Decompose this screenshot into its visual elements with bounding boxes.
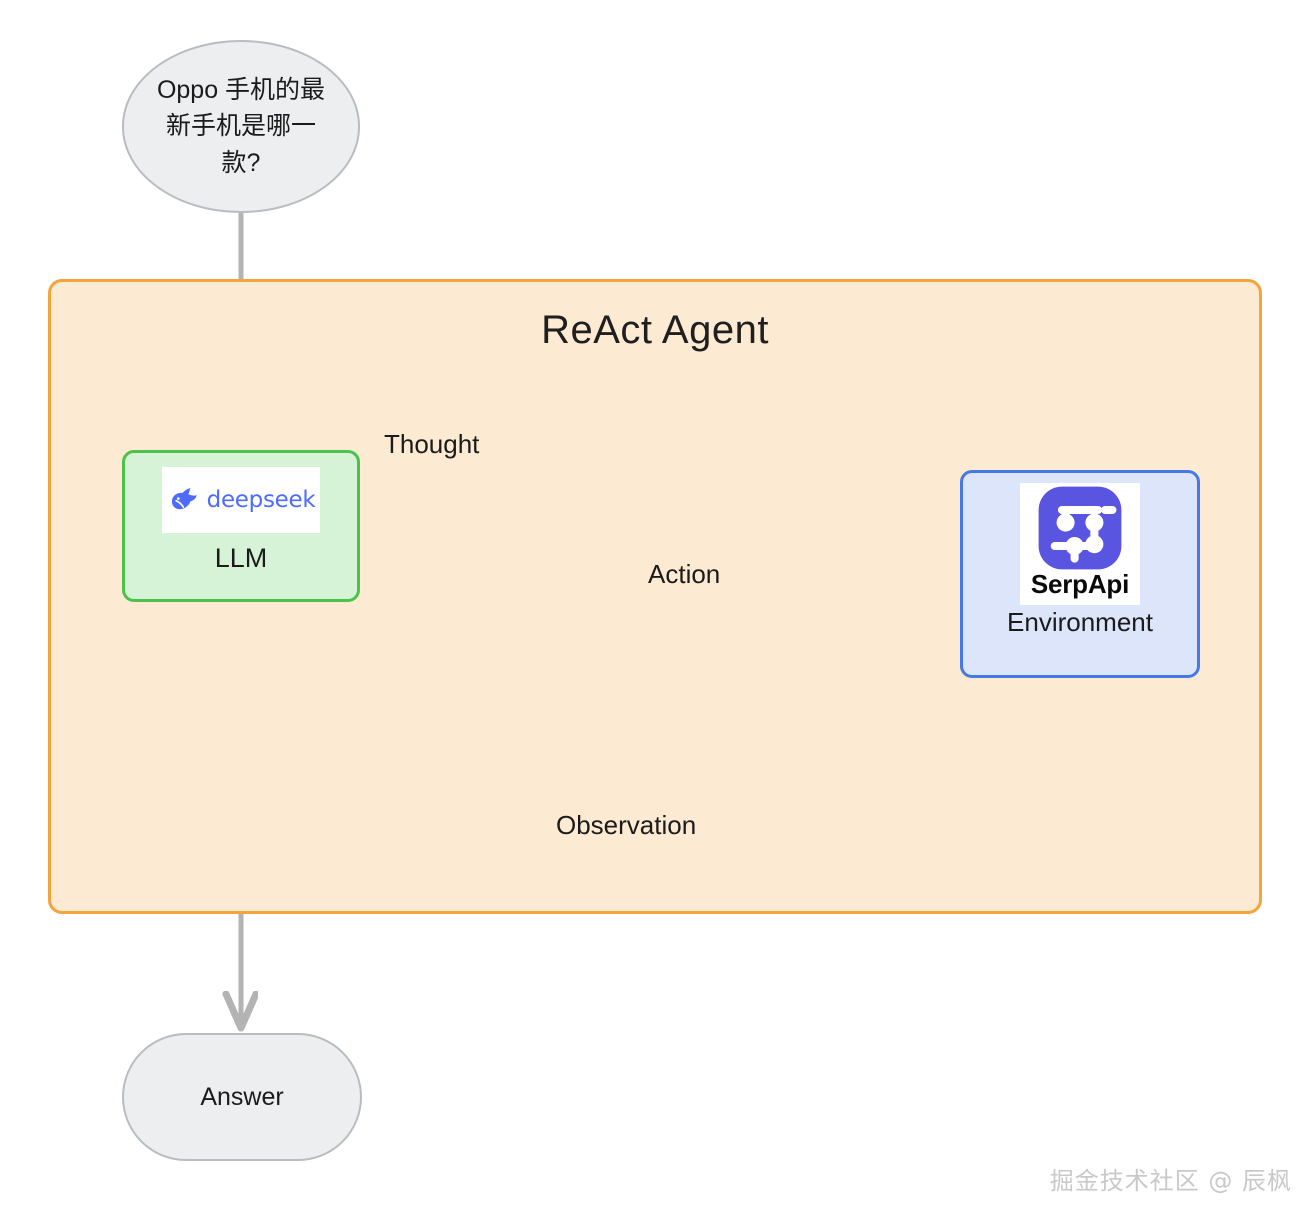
edge-label-action: Action xyxy=(638,559,731,590)
deepseek-logo: deepseek xyxy=(162,467,320,533)
edge-label-observation: Observation xyxy=(546,810,707,841)
llm-node-label: LLM xyxy=(214,543,268,573)
page-title: ReAct Agent xyxy=(541,308,769,352)
answer-node-label: Answer xyxy=(200,1082,284,1111)
answer-node[interactable]: Answer xyxy=(122,1033,362,1161)
llm-node[interactable]: deepseek LLM xyxy=(122,450,360,602)
serpapi-logo: SerpApi xyxy=(1020,483,1140,605)
watermark: 掘金技术社区 @ 辰枫 xyxy=(1049,1167,1292,1195)
question-bubble-text: Oppo 手机的最新手机是哪一款? xyxy=(156,76,326,177)
deepseek-whale-icon xyxy=(171,487,197,510)
edge-label-thought: Thought xyxy=(374,429,490,460)
serpapi-wordmark: SerpApi xyxy=(1030,569,1130,599)
serpapi-logo-icon xyxy=(1038,486,1122,570)
environment-node[interactable]: SerpApi Environment xyxy=(960,470,1200,678)
question-bubble[interactable]: Oppo 手机的最新手机是哪一款? xyxy=(122,40,360,213)
environment-node-label: Environment xyxy=(1007,607,1153,637)
deepseek-wordmark: deepseek xyxy=(206,487,316,513)
